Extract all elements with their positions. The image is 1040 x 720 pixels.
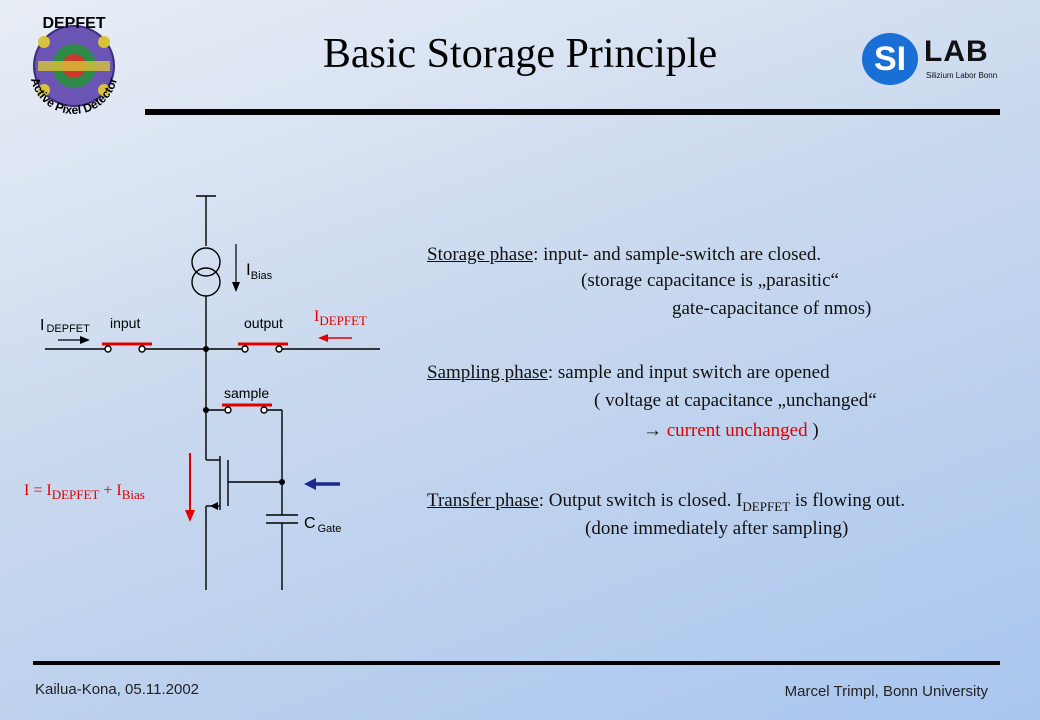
junction-dot <box>279 479 285 485</box>
junction-dot <box>203 407 209 413</box>
footer-location-date: Kailua-Kona, 05.11.2002 <box>35 681 200 698</box>
current-unchanged-text: current unchanged <box>666 420 808 441</box>
silab-logo-mark: SI <box>862 33 918 85</box>
gate-voltage-arrow-icon <box>304 478 340 490</box>
transfer-phase-line1: Transfer phase: Output switch is closed.… <box>427 490 906 514</box>
silab-logo-word: LAB <box>924 35 989 68</box>
footer-rule <box>33 661 1000 665</box>
current-source-symbol <box>191 247 221 277</box>
silab-logo: SI LAB Silizium Labor Bonn <box>862 33 1012 88</box>
sampling-phase-line1: Sampling phase: sample and input switch … <box>427 362 830 383</box>
silab-logo-tagline: Silizium Labor Bonn <box>926 71 998 80</box>
sample-switch <box>222 403 272 414</box>
storage-phase-line3: gate-capacitance of nmos) <box>672 298 872 319</box>
transfer-phase-heading: Transfer phase <box>427 490 539 511</box>
transfer-phase-line2: (done immediately after sampling) <box>585 518 849 539</box>
depfet-logo-dot <box>38 84 50 96</box>
title-underline <box>145 109 1000 115</box>
junction-dot <box>203 346 209 352</box>
storage-phase-line2: (storage capacitance is „parasitic“ <box>581 270 839 291</box>
depfet-logo-dot <box>38 36 50 48</box>
sample-switch-label: sample <box>224 385 269 401</box>
output-switch <box>238 342 288 353</box>
depfet-logo: DEPFET Active Pixel Detector <box>28 15 120 117</box>
output-switch-label: output <box>244 315 283 331</box>
total-current-arrow-icon <box>185 453 195 522</box>
depfet-logo-top-text: DEPFET <box>42 15 105 32</box>
storage-phase-heading: Storage phase <box>427 244 534 265</box>
input-switch-label: input <box>110 315 140 331</box>
footer-author: Marcel Trimpl, Bonn University <box>784 683 988 700</box>
total-current-label: I = IDEPFET + IBias <box>24 482 145 503</box>
sampling-phase-line2: ( voltage at capacitance „unchanged“ <box>594 390 877 411</box>
i-bias-label: IBias <box>246 260 273 282</box>
i-bias-arrow-icon <box>232 244 240 292</box>
storage-phase-line1: Storage phase: input- and sample-switch … <box>427 244 822 265</box>
i-depfet-out-arrow-icon <box>318 334 352 342</box>
sampling-phase-line3: → current unchanged ) <box>643 420 819 441</box>
depfet-logo-bar <box>38 61 110 71</box>
page-title: Basic Storage Principle <box>322 31 718 77</box>
i-depfet-right-label: IDEPFET <box>314 308 367 329</box>
depfet-logo-dot <box>98 84 110 96</box>
current-source-symbol <box>191 267 221 297</box>
i-depfet-in-arrow-icon <box>58 336 90 344</box>
input-switch <box>102 342 152 353</box>
depfet-logo-dot <box>98 36 110 48</box>
sampling-phase-heading: Sampling phase <box>427 362 548 383</box>
nmos-arrow-icon <box>210 502 218 510</box>
